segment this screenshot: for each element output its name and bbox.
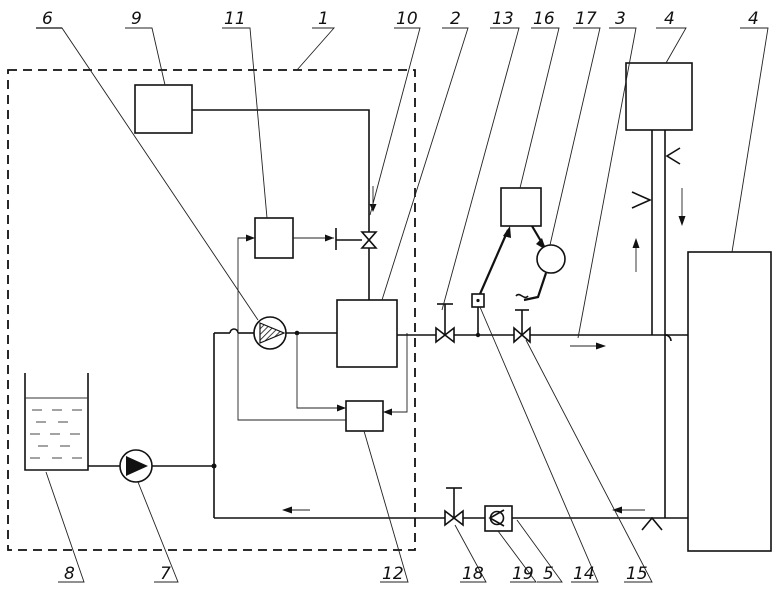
return-flow-arrow-right xyxy=(612,506,622,514)
label-4-lower: 4 xyxy=(748,9,759,29)
flow-arrow-valve-10 xyxy=(369,204,377,212)
valve-10 xyxy=(360,231,378,249)
box-11-input-line xyxy=(237,237,255,333)
downflow-arrow xyxy=(678,216,686,226)
pump-6 xyxy=(253,316,287,350)
box-12 xyxy=(345,400,384,432)
inlet-marker-lower xyxy=(641,516,663,531)
sensor-14-dot xyxy=(476,298,480,303)
sensor-14-to-box-16 xyxy=(478,229,510,295)
label-16: 16 xyxy=(533,9,555,29)
inlet-marker-upper xyxy=(665,147,681,165)
label-6: 6 xyxy=(42,9,53,29)
supply-flow-arrow xyxy=(596,342,606,350)
label-5: 5 xyxy=(543,564,554,584)
box-9-signal-line xyxy=(192,109,370,232)
box-11 xyxy=(254,217,294,259)
label-9: 9 xyxy=(131,9,142,29)
label-13: 13 xyxy=(492,9,514,29)
label-3: 3 xyxy=(615,9,626,29)
return-flow-arrow-left xyxy=(282,506,292,514)
pump-7 xyxy=(119,449,153,483)
label-17: 17 xyxy=(575,9,597,29)
tank-8 xyxy=(24,373,89,471)
riser-bend xyxy=(664,334,672,342)
label-19: 19 xyxy=(512,564,534,584)
box-12-right-arrow xyxy=(383,408,392,416)
box-9 xyxy=(134,84,193,134)
sensor-14-junction xyxy=(475,332,481,338)
box-4-upper xyxy=(625,62,693,131)
label-14: 14 xyxy=(573,564,595,584)
label-12: 12 xyxy=(382,564,404,584)
sensor-14-to-box-16-arrow xyxy=(503,226,511,238)
label-15: 15 xyxy=(626,564,648,584)
valve-18 xyxy=(444,487,464,527)
box-4-lower xyxy=(687,251,772,552)
ac-symbol xyxy=(515,293,529,299)
inlet-marker-middle xyxy=(631,191,652,209)
label-1: 1 xyxy=(318,9,329,29)
upflow-arrow xyxy=(632,238,640,248)
motor-17 xyxy=(536,244,566,274)
box-16 xyxy=(500,187,542,227)
check-valve-19 xyxy=(484,505,513,532)
box-12-left-arrow xyxy=(337,404,346,412)
box-11-output-arrow xyxy=(325,234,334,242)
box-11-input-arrow xyxy=(246,234,255,242)
valve-15 xyxy=(513,309,531,344)
box-12-bottom-input xyxy=(237,333,346,421)
crossover-hop xyxy=(229,328,239,334)
valve-13 xyxy=(435,303,455,344)
label-10: 10 xyxy=(396,9,418,29)
motor-17-to-valve-15 xyxy=(523,272,548,302)
box-12-left-input xyxy=(296,333,346,409)
tee-junction xyxy=(211,463,217,469)
label-2: 2 xyxy=(450,9,461,29)
label-4-upper: 4 xyxy=(664,9,675,29)
label-8: 8 xyxy=(64,564,75,584)
label-7: 7 xyxy=(160,564,171,584)
label-11: 11 xyxy=(224,9,246,29)
unit-1-dashed-boundary xyxy=(7,69,416,551)
label-18: 18 xyxy=(462,564,484,584)
unit-2 xyxy=(336,299,398,368)
